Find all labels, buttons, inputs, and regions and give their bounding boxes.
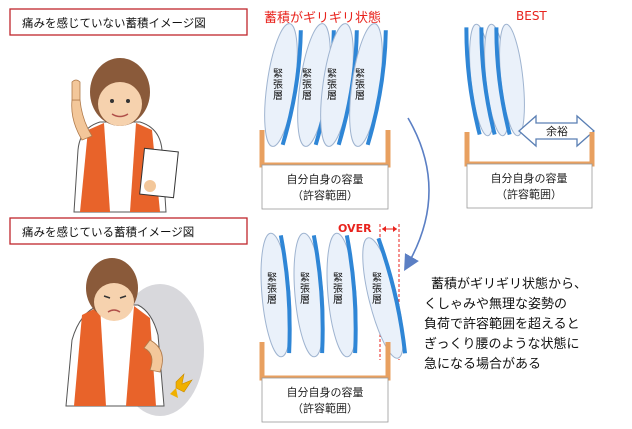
- disc-label: 緊張層: [298, 272, 310, 305]
- capacity-label: 自分自身の容量: [287, 172, 364, 186]
- disc-label: 緊張層: [370, 272, 382, 305]
- capacity-sublabel: （許容範囲）: [292, 401, 358, 415]
- capacity-sublabel: （許容範囲）: [292, 188, 358, 202]
- top-title: 痛みを感じていない蓄積イメージ図: [22, 16, 206, 30]
- note-line-5: 急になる場合がある: [424, 357, 541, 372]
- tray-over: 自分自身の容量 （許容範囲）: [259, 342, 391, 423]
- explanation-note: 蓄積がギリギリ状態から、 くしゃみや無理な姿勢の 負荷で許容範囲を超えると ぎっ…: [424, 276, 587, 372]
- disc-label: 緊張層: [265, 272, 277, 305]
- capacity-sublabel: （許容範囲）: [496, 187, 562, 201]
- bottom-title-box: [9, 217, 248, 245]
- capacity-label: 自分自身の容量: [491, 171, 568, 185]
- note-line-1: 蓄積がギリギリ状態から、: [431, 276, 587, 292]
- note-line-4: ぎっくり腰のような状態に: [424, 336, 579, 352]
- margin-label: 余裕: [546, 124, 568, 138]
- borderline-label: 蓄積がギリギリ状態: [264, 10, 381, 26]
- disc-stack-over: 緊張層 緊張層 緊張層 緊張層: [260, 232, 408, 359]
- tray-borderline: 自分自身の容量 （許容範囲）: [259, 130, 391, 210]
- disc-label: 緊張層: [325, 68, 337, 101]
- woman-back-pain-illustration: [65, 258, 204, 416]
- note-line-2: くしゃみや無理な姿勢の: [424, 296, 567, 312]
- disc-stack-best: [464, 23, 525, 137]
- best-label: BEST: [516, 9, 547, 23]
- disc-stack-borderline: 緊張層 緊張層 緊張層 緊張層: [264, 23, 388, 147]
- capacity-label: 自分自身の容量: [287, 385, 364, 399]
- transition-arrow: [404, 117, 430, 271]
- disc-label: 緊張層: [353, 68, 365, 101]
- disc-label: 緊張層: [271, 68, 283, 101]
- margin-double-arrow: 余裕: [518, 114, 595, 148]
- bottom-title: 痛みを感じている蓄積イメージ図: [22, 225, 194, 239]
- disc-label: 緊張層: [331, 272, 343, 305]
- disc-label: 緊張層: [300, 68, 312, 101]
- woman-pointing-illustration: [71, 58, 179, 213]
- tray-best: 自分自身の容量 （許容範囲）: [464, 132, 595, 209]
- top-title-box: [9, 8, 248, 36]
- over-label: OVER: [338, 222, 372, 235]
- note-line-3: 負荷で許容範囲を超えると: [424, 316, 580, 332]
